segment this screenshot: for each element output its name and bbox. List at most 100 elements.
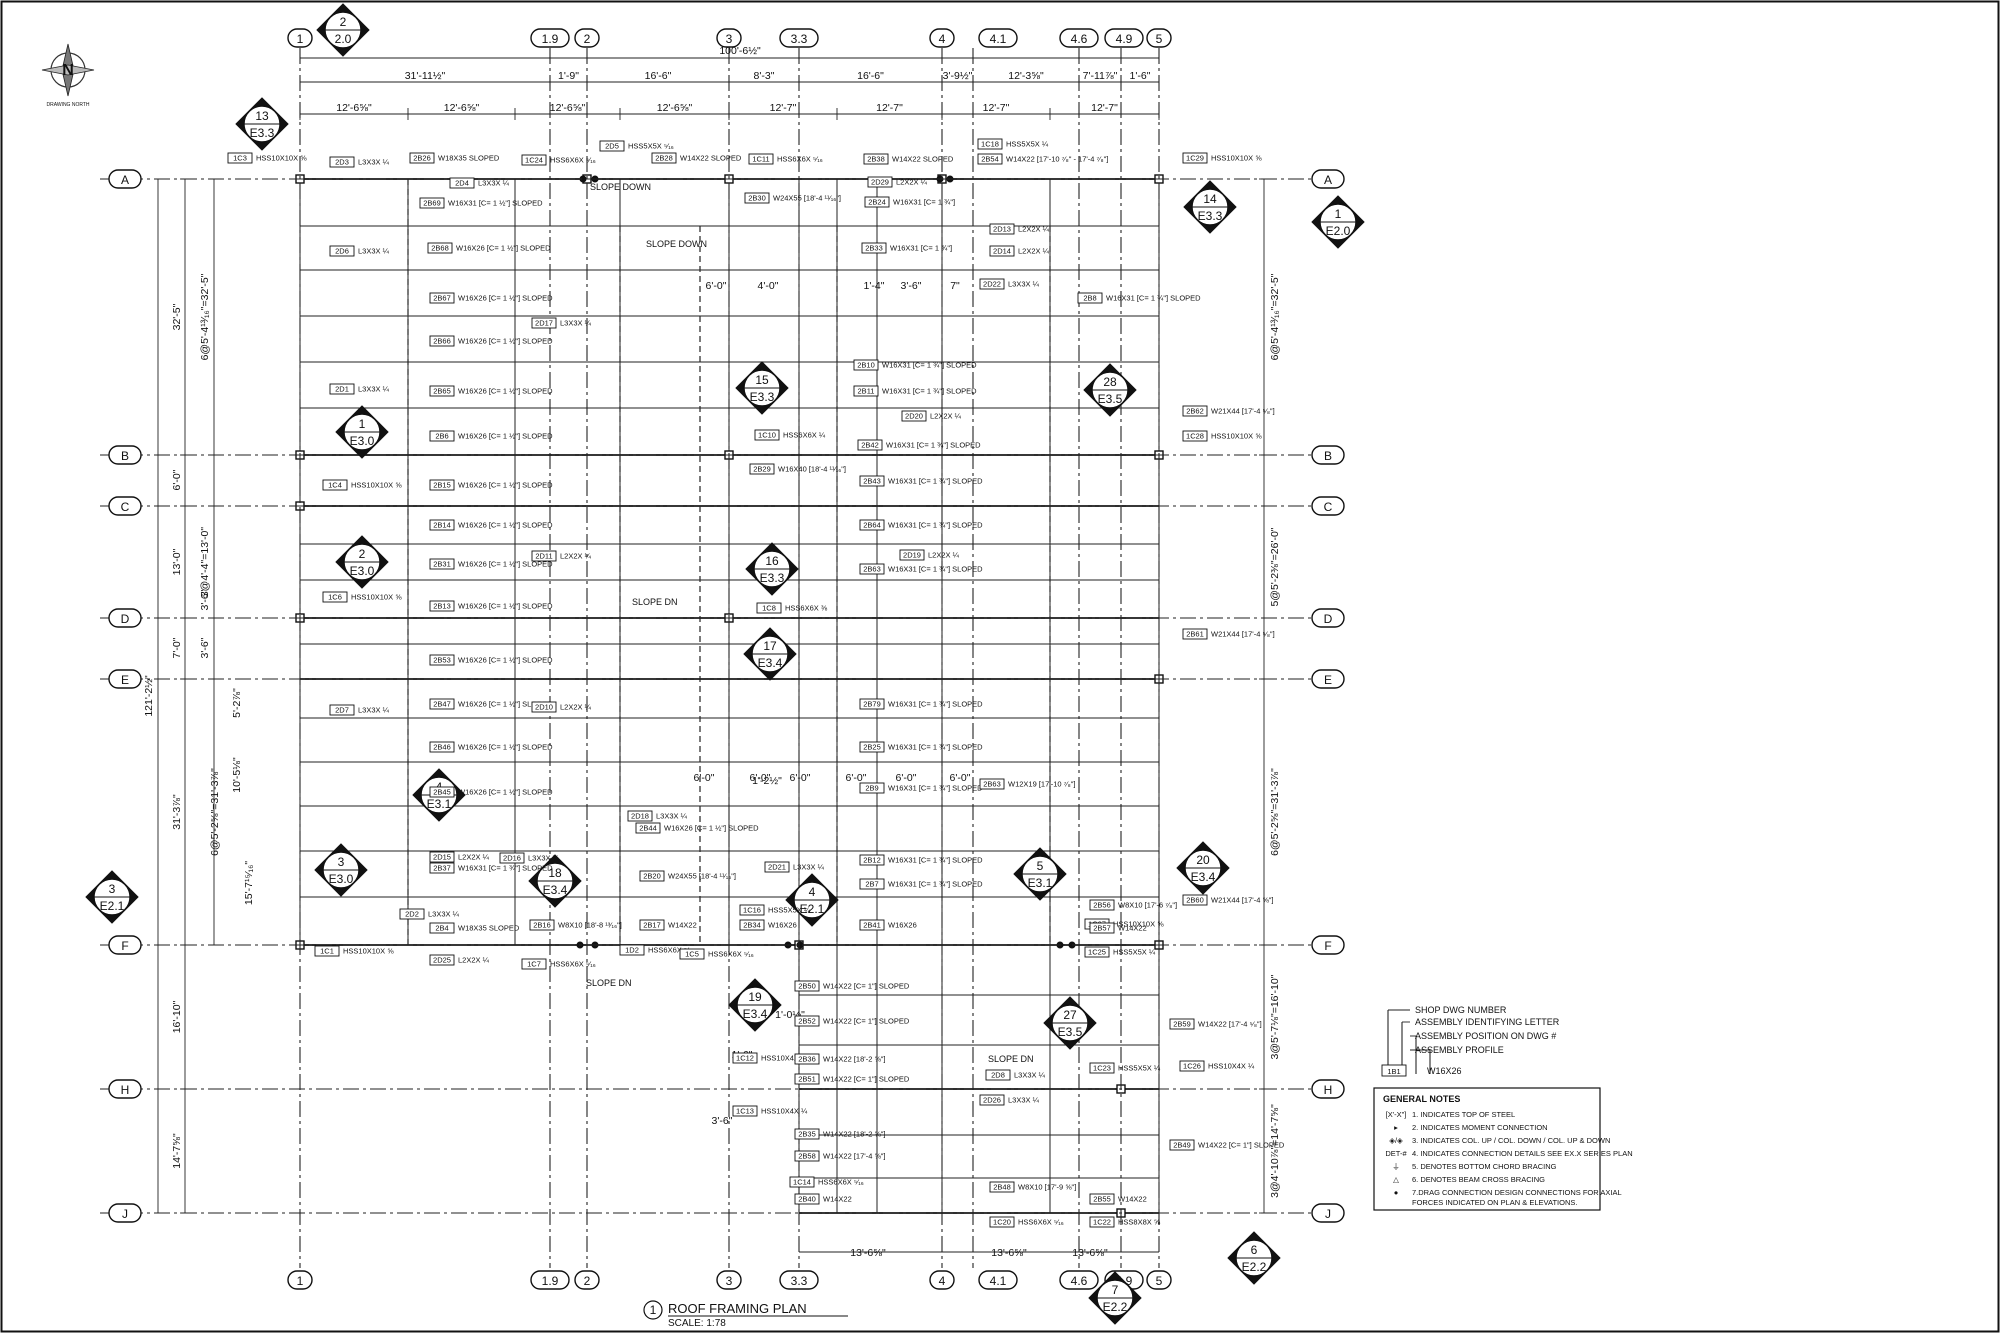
beam-tag-id: 2B24 <box>868 198 886 207</box>
dim-left-outer: 14'-7⅝" <box>171 1133 183 1169</box>
beam-tag-desc: W16X26 [C= 1 ½"] SLOPED <box>458 788 553 797</box>
beam-tag-desc: W14X22 [C= 1"] SLOPED <box>1198 1141 1285 1150</box>
dim-top2: 12'-7" <box>876 102 903 114</box>
beam-tag-desc: W16X31 [C= 1 ¾"] SLOPED <box>886 441 981 450</box>
beam-tag-desc: W14X22 [18'-2 ⅝"] <box>823 1055 885 1064</box>
beam-tag-box <box>429 430 455 442</box>
grid-label-col: 3.3 <box>791 1274 808 1288</box>
beam-tag-id: 2B40 <box>798 1195 816 1204</box>
bracing-tag-desc: L3X3X ¼ <box>1008 1096 1040 1105</box>
grid-bubble-row <box>108 669 142 689</box>
beam-tag-id: 2B68 <box>431 244 449 253</box>
grid-bubble-col <box>1146 28 1172 48</box>
beam-tag-id: 2B17 <box>643 921 661 930</box>
grid-bubble-col <box>574 1270 600 1290</box>
grid-bubble-row <box>108 1203 142 1223</box>
grid-bubble-col <box>716 28 742 48</box>
column-tag-id: 1C8 <box>762 604 776 613</box>
legend-sample-profile: W16X26 <box>1427 1066 1462 1076</box>
grid-label-col: 2 <box>584 32 591 46</box>
section-number: 6 <box>1251 1243 1258 1257</box>
dim-top1: 12'-3⅝" <box>1008 70 1044 82</box>
column-tag-box <box>789 1176 815 1188</box>
section-number: 2 <box>340 15 347 29</box>
beam-tag-box <box>853 359 879 371</box>
beam-tag-box <box>635 822 661 834</box>
bracing-tag-box <box>979 278 1005 290</box>
beam-tag-box <box>859 782 885 794</box>
grid-bubble-row <box>1311 1079 1345 1099</box>
beam-tag-id: 2B51 <box>798 1075 816 1084</box>
beam-tag-id: 2B62 <box>1186 407 1204 416</box>
grid-bubble-row <box>108 445 142 465</box>
beam-tag-id: 2B45 <box>433 788 451 797</box>
column-tag-box <box>322 479 348 491</box>
grid-label-row: J <box>1325 1207 1331 1221</box>
beam-tag-id: 2B34 <box>743 921 761 930</box>
beam-tag-box <box>1182 405 1208 417</box>
beam-tag-id: 2B49 <box>1173 1141 1191 1150</box>
section-sheet: E2.2 <box>1242 1260 1267 1274</box>
bracing-tag-id: 2D11 <box>535 552 552 561</box>
beam-tag-desc: W16X31 [C= 1 ¾"] SLOPED <box>888 743 983 752</box>
beam-tag-desc: W16X26 [C= 1 ½"] SLOPED <box>458 743 553 752</box>
bracing-tag-desc: L3X3X ¼ <box>428 910 460 919</box>
beam-tag-desc: W14X22 [C= 1"] SLOPED <box>823 1017 910 1026</box>
beam-tag-id: 2B15 <box>433 481 451 490</box>
beam-tag-id: 2B41 <box>863 921 881 930</box>
beam-tag-id: 2B8 <box>1083 294 1096 303</box>
beam-tag-id: 2B58 <box>798 1152 816 1161</box>
beam-tag-id: 2B11 <box>858 387 875 396</box>
general-notes-symbol: ◈/◈ <box>1389 1136 1404 1145</box>
section-sheet: E3.1 <box>1028 876 1053 890</box>
section-number: 18 <box>548 866 562 880</box>
beam-tag-desc: W16X26 [C= 1 ½"] SLOPED <box>458 656 553 665</box>
beam-tag-desc: W16X31 [C= 1 ¾"] SLOPED <box>882 387 977 396</box>
legend-leaders <box>1387 1010 1431 1074</box>
section-number: 27 <box>1063 1008 1077 1022</box>
column-tag-desc: HSS6X6X ¼ <box>783 431 826 440</box>
section-number: 20 <box>1196 853 1210 867</box>
beam-tag-id: 2B4 <box>435 924 448 933</box>
bracing-tag-box <box>499 852 525 864</box>
beam-tag-id: 2B13 <box>433 602 451 611</box>
grid-bubble-row <box>108 496 142 516</box>
bracing-tag-desc: L3X3X ¼ <box>1014 1071 1046 1080</box>
slope-note: SLOPE DN <box>988 1054 1034 1064</box>
beam-tag-id: 2B20 <box>643 872 661 881</box>
beam-tag-desc: W16X26 [C= 1 ½"] SLOPED <box>458 294 553 303</box>
bracing-tag-id: 2D26 <box>983 1096 1001 1105</box>
section-number: 5 <box>1037 859 1044 873</box>
column-tag-box <box>322 591 348 603</box>
beam-tag-id: 2B10 <box>857 361 875 370</box>
section-sheet: 2.0 <box>335 32 352 46</box>
section-sheet: E3.3 <box>250 126 275 140</box>
beam-tag-desc: W24X55 [18'-4 ¹¹⁄₁₆"] <box>773 194 841 203</box>
legend-item: SHOP DWG NUMBER <box>1415 1005 1507 1015</box>
beam-tag-id: 2B67 <box>433 294 451 303</box>
beam-tag-desc: W14X22 [18'-2 ⅝"] <box>823 1130 885 1139</box>
column-tag-id: 1C16 <box>743 906 761 915</box>
grid-label-row: F <box>1324 939 1331 953</box>
beam-tag-desc: W16X31 [C= 1 ¾"] SLOPED <box>888 700 983 709</box>
general-notes: GENERAL NOTES[X'-X"]▸◈/◈DET-#⏚△●1. INDIC… <box>1373 1087 1633 1211</box>
bracing-tag-box <box>329 156 355 168</box>
column-tag-box <box>1084 946 1110 958</box>
beam-tag-desc: W16X31 [C= 1 ¾"] SLOPED <box>888 521 983 530</box>
bracing-tag-id: 2D8 <box>991 1071 1005 1080</box>
beam-tag-desc: W8X10 [17'-6 ⁷⁄₈"] <box>1118 901 1177 910</box>
beam-tag-box <box>979 778 1005 790</box>
dim-misc: 1'-4" <box>864 280 885 292</box>
